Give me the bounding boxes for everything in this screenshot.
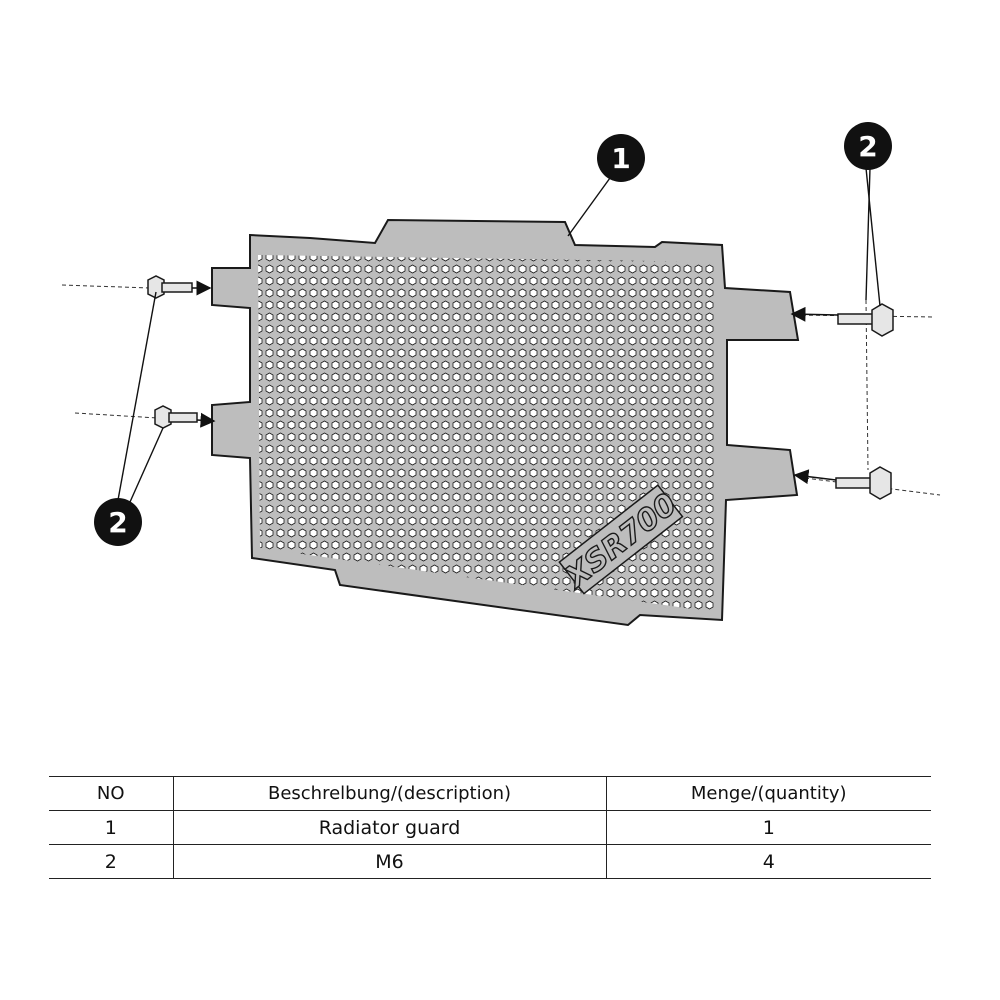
- table-row: 2 M6 4: [49, 844, 931, 879]
- svg-text:1: 1: [611, 142, 630, 175]
- header-no: NO: [96, 783, 125, 804]
- table-row: 1 Radiator guard 1: [49, 810, 931, 845]
- callout-2-left: 2: [94, 498, 142, 546]
- bolt-left-top: [147, 275, 212, 299]
- svg-text:2: 2: [858, 130, 877, 163]
- bolt-right-bottom: [793, 466, 892, 500]
- cell-quantity: 4: [605, 844, 931, 879]
- radiator-guard: XSR700: [211, 218, 800, 627]
- cell-no: 2: [104, 850, 117, 873]
- callout-1: 1: [597, 134, 645, 182]
- header-quantity: Menge/(quantity): [605, 776, 931, 811]
- cell-description: Radiator guard: [172, 810, 606, 845]
- cell-quantity: 1: [605, 810, 931, 845]
- table-header-row: NO Beschrelbung/(description) Menge/(qua…: [49, 776, 931, 811]
- svg-text:2: 2: [108, 506, 127, 539]
- guard-mesh: [258, 255, 715, 612]
- header-description: Beschrelbung/(description): [172, 776, 606, 811]
- bolt-right-top: [790, 303, 894, 337]
- bolt-left-bottom: [154, 405, 216, 429]
- parts-table: NO Beschrelbung/(description) Menge/(qua…: [49, 776, 931, 879]
- cell-no: 1: [104, 816, 117, 839]
- cell-description: M6: [172, 844, 606, 879]
- callout-2-right: 2: [844, 122, 892, 170]
- exploded-diagram: XSR700 1: [61, 122, 941, 627]
- leader-lines: [117, 167, 881, 503]
